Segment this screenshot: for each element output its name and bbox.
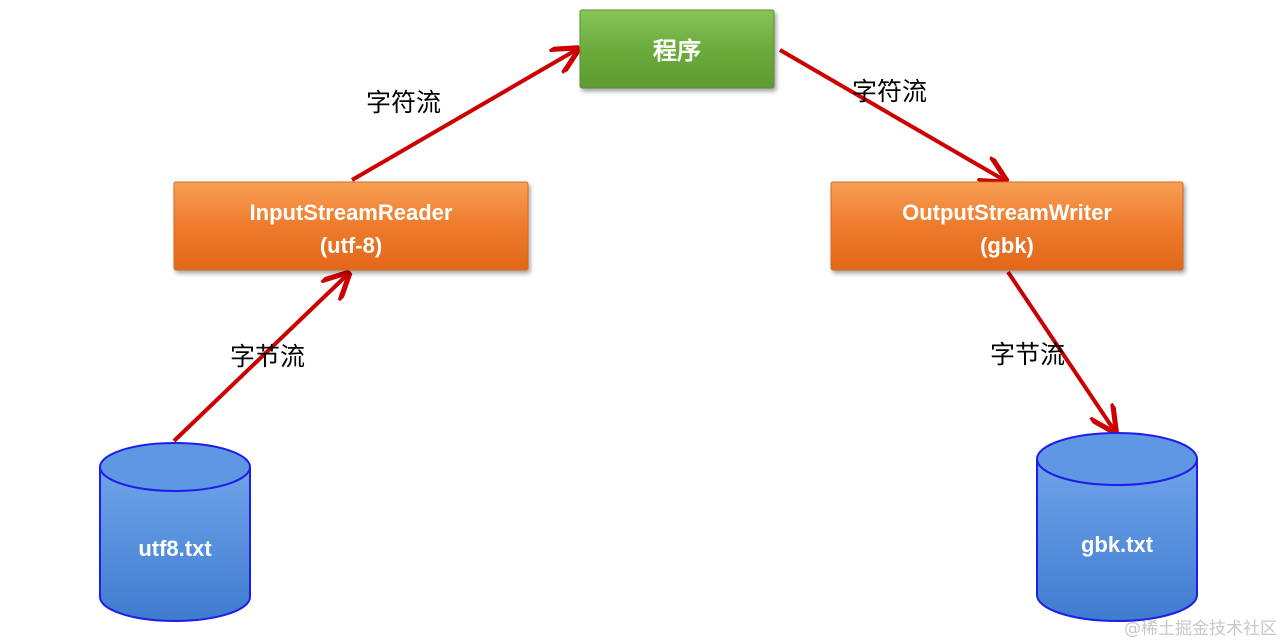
arrow-writer-to-target [1006,270,1114,430]
arrow-reader-to-program [350,50,576,182]
writer-label-line1: OutputStreamWriter [902,200,1112,225]
program-node: 程序 [579,9,775,89]
target-cylinder-top [1036,432,1198,486]
edge-label-writer-to-target: 字节流 [990,340,1065,369]
edge-label-reader-to-program: 字符流 [366,88,441,117]
arrow-program-to-writer [778,48,1004,180]
source-cylinder-body [99,466,251,622]
reader-box [173,181,529,271]
source-cylinder-top [99,442,251,492]
arrow-source-to-reader [172,275,347,443]
edge-label-source-to-reader: 字节流 [230,342,305,371]
reader-label-line2: (utf-8) [320,233,382,258]
edge-label-program-to-writer: 字符流 [852,77,927,106]
source-file-label: utf8.txt [138,536,212,561]
source-file-cylinder: utf8.txt [99,442,251,622]
target-file-cylinder: gbk.txt [1036,432,1198,622]
writer-label-line2: (gbk) [980,233,1034,258]
target-cylinder-body [1036,458,1198,622]
program-box [579,9,775,89]
arrows [172,48,1114,443]
reader-node: InputStreamReader (utf-8) [173,181,529,271]
reader-label-line1: InputStreamReader [250,200,453,225]
target-file-label: gbk.txt [1081,532,1154,557]
program-label: 程序 [653,37,701,65]
writer-box [830,181,1184,271]
writer-node: OutputStreamWriter (gbk) [830,181,1184,271]
watermark: @稀土掘金技术社区 [1124,619,1277,639]
